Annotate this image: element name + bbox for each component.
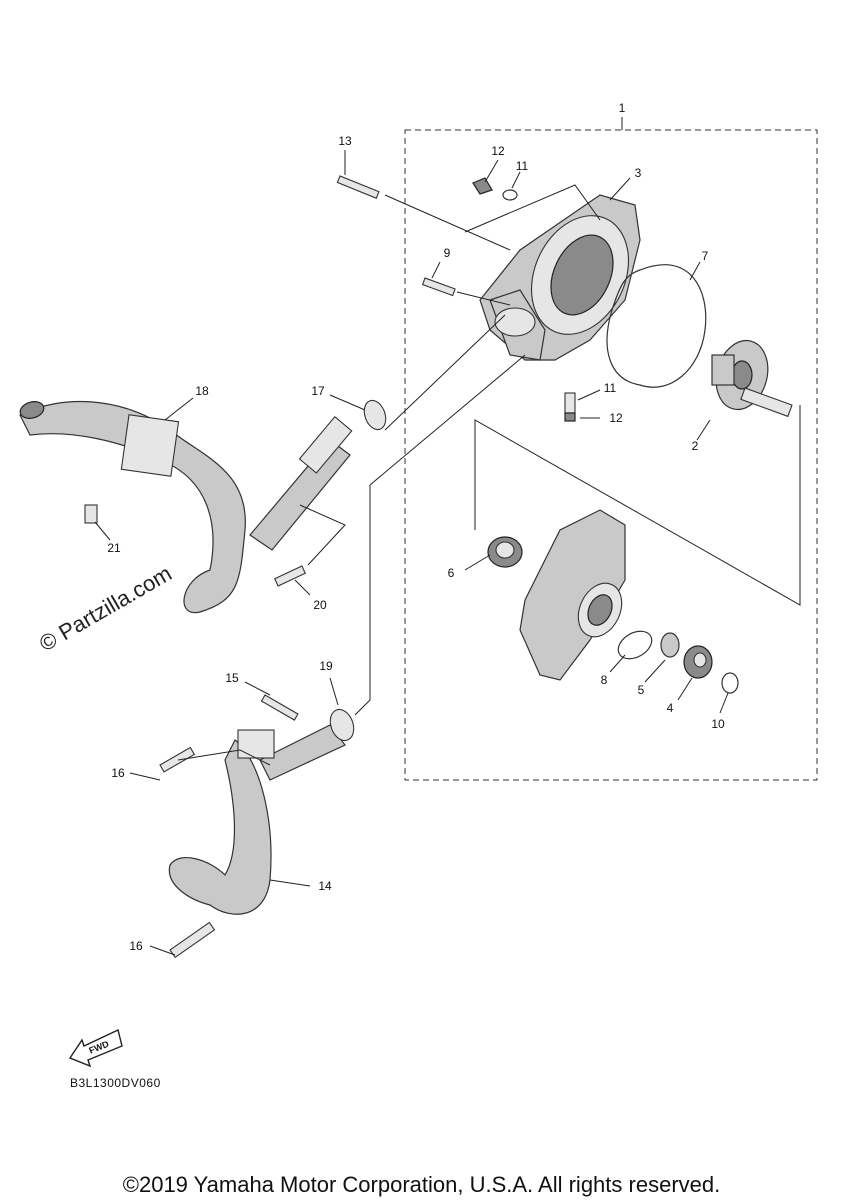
- callout-14: 14: [318, 879, 332, 893]
- bolt-part-9[interactable]: [421, 277, 456, 297]
- seal-part-5[interactable]: [660, 632, 680, 658]
- callout-18: 18: [195, 384, 209, 398]
- callout-3: 3: [635, 166, 642, 180]
- washer-part-11-top[interactable]: [502, 189, 518, 201]
- assembly-box: [404, 129, 818, 781]
- o-ring-part-8[interactable]: [613, 626, 656, 665]
- bolt-part-16-bottom[interactable]: [169, 921, 216, 959]
- callout-20: 20: [313, 598, 327, 612]
- upper-hose-part-18[interactable]: [18, 399, 246, 614]
- bearing-part-4[interactable]: [683, 645, 713, 679]
- callout-9: 9: [444, 246, 451, 260]
- watermark-text: © Partzilla.com: [35, 561, 176, 657]
- impeller-shaft[interactable]: [709, 335, 793, 418]
- callout-21: 21: [107, 541, 121, 555]
- callout-16-lower: 16: [129, 939, 143, 953]
- bolt-part-20[interactable]: [273, 565, 307, 587]
- clamp-part-17[interactable]: [360, 397, 389, 432]
- callout-17: 17: [311, 384, 325, 398]
- callout-15: 15: [225, 671, 239, 685]
- leader-lines: [94, 150, 801, 956]
- callout-11: 11: [516, 159, 529, 173]
- fwd-arrow-icon: FWD: [68, 1029, 123, 1068]
- copyright-notice: ©2019 Yamaha Motor Corporation, U.S.A. A…: [122, 1172, 721, 1197]
- callout-7: 7: [702, 249, 709, 263]
- callout-5: 5: [638, 683, 645, 697]
- callout-19: 19: [319, 659, 333, 673]
- gasket-ring[interactable]: [606, 264, 707, 388]
- bolt-part-16-top[interactable]: [159, 746, 196, 773]
- callout-13: 13: [338, 134, 352, 148]
- pipe-part-20[interactable]: [249, 415, 353, 551]
- callout-11-lower: 11: [604, 381, 617, 395]
- callout-16: 16: [111, 766, 125, 780]
- clip-part-12-top[interactable]: [472, 177, 493, 195]
- diagram-code: B3L1300DV060: [70, 1076, 161, 1090]
- pump-cover[interactable]: [519, 509, 630, 681]
- callout-2: 2: [692, 439, 699, 453]
- callout-4: 4: [667, 701, 674, 715]
- callout-6: 6: [448, 566, 455, 580]
- bolt-part-15[interactable]: [260, 694, 299, 721]
- bolt-part-11-12-lower[interactable]: [564, 392, 576, 422]
- bolt-part-13[interactable]: [336, 175, 380, 199]
- callout-1: 1: [619, 101, 626, 115]
- callout-12-lower: 12: [609, 411, 623, 425]
- callout-12: 12: [491, 144, 505, 158]
- clamp-part-19[interactable]: [326, 706, 358, 744]
- callout-10: 10: [711, 717, 725, 731]
- callout-8: 8: [601, 673, 608, 687]
- lower-hose-part-14[interactable]: [168, 724, 346, 915]
- callouts: 1 13 12 11 3 9 7 11 12 2 6 8 5 4 10 17 1…: [107, 101, 725, 953]
- fitting-part-6[interactable]: [487, 536, 523, 568]
- washer-part-10[interactable]: [721, 672, 739, 694]
- bolt-part-21[interactable]: [84, 504, 98, 524]
- pump-housing[interactable]: [479, 194, 647, 361]
